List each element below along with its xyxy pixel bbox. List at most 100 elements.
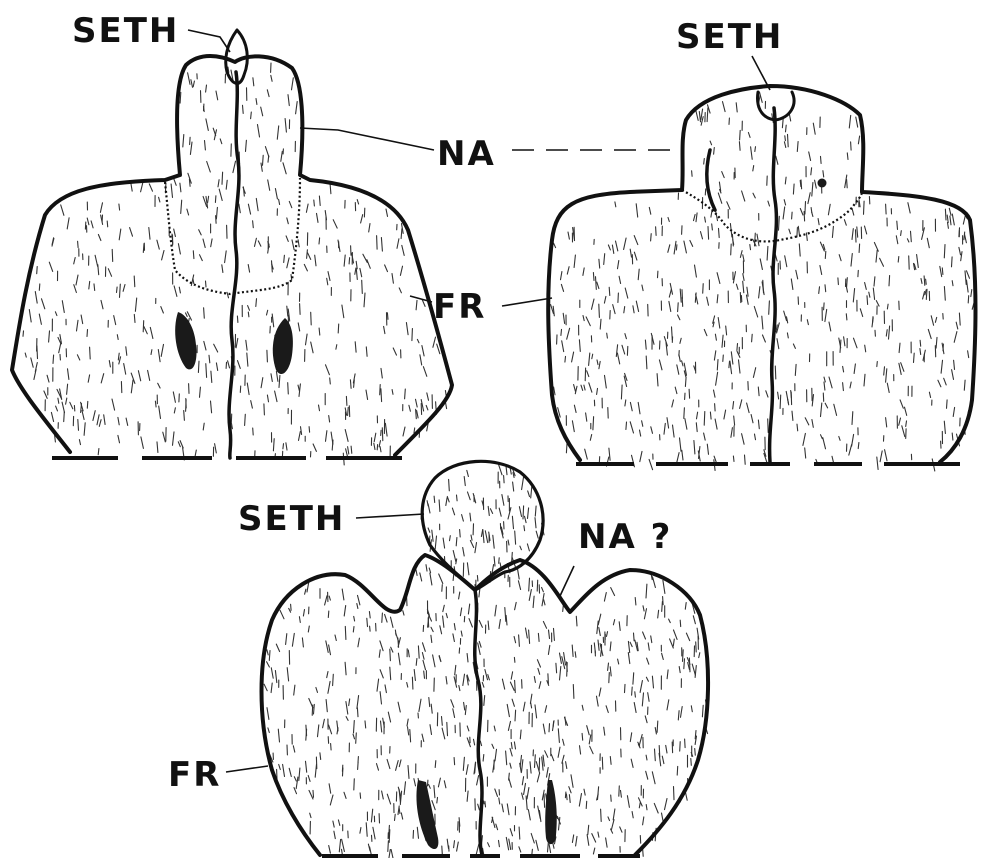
hatch-stroke [694, 215, 696, 221]
hatch-stroke [453, 709, 455, 718]
hatch-stroke [510, 682, 514, 690]
hatch-stroke [484, 696, 485, 706]
hatch-stroke [298, 323, 300, 331]
hatch-stroke [171, 184, 172, 197]
hatch-stroke [553, 306, 554, 316]
hatch-stroke [37, 346, 38, 359]
hatch-stroke [619, 786, 620, 796]
hatch-stroke [58, 398, 59, 403]
hatch-stroke [584, 385, 585, 390]
hatch-stroke [318, 725, 319, 737]
hatch-stroke [236, 338, 238, 347]
hatch-stroke [44, 391, 47, 398]
hatch-stroke [433, 337, 436, 347]
hatch-stroke [593, 273, 594, 281]
hatch-stroke [162, 251, 164, 260]
hatch-stroke [494, 557, 495, 566]
hatch-stroke [590, 435, 591, 441]
hatch-stroke [442, 585, 443, 592]
hatch-stroke [289, 768, 291, 776]
hatch-stroke [325, 596, 327, 605]
hatch-stroke [588, 825, 589, 834]
hatch-stroke [813, 123, 815, 134]
hatch-stroke [506, 615, 507, 625]
hatch-stroke [237, 316, 238, 322]
hatch-stroke [307, 250, 308, 258]
hatch-stroke [480, 741, 481, 746]
hatch-stroke [753, 166, 754, 171]
hatch-stroke [632, 812, 633, 818]
hatch-stroke [625, 400, 626, 406]
hatch-stroke [193, 81, 194, 87]
hatch-stroke [942, 268, 943, 275]
hatch-stroke [736, 284, 738, 289]
hatch-stroke [515, 680, 516, 692]
hatch-stroke [825, 309, 827, 321]
hatch-stroke [886, 418, 887, 427]
hatch-stroke [608, 245, 610, 250]
hatch-stroke [549, 844, 551, 852]
hatch-stroke [456, 538, 457, 546]
hatch-stroke [639, 735, 642, 746]
hatch-stroke [545, 751, 548, 758]
hatch-stroke [288, 95, 289, 106]
hatch-stroke [587, 726, 590, 735]
hatch-stroke [847, 278, 848, 287]
hatch-stroke [281, 151, 283, 161]
hatch-stroke [679, 667, 680, 673]
hatch-stroke [791, 279, 793, 290]
hatch-stroke [423, 660, 426, 669]
hatch-stroke [722, 172, 725, 178]
hatch-stroke [485, 801, 486, 807]
hatch-stroke [821, 403, 822, 417]
hatch-stroke [682, 361, 683, 366]
hatch-stroke [398, 702, 400, 712]
specimen-c-na-label: NA ? [578, 517, 672, 557]
hatch-stroke [947, 215, 948, 223]
hatch-stroke [428, 618, 429, 627]
hatch-stroke [452, 508, 454, 515]
hatch-stroke [407, 719, 408, 726]
hatch-stroke [677, 365, 679, 374]
hatch-stroke [874, 277, 875, 286]
hatch-stroke [610, 642, 611, 651]
hatch-stroke [239, 204, 240, 213]
hatch-stroke [414, 428, 415, 433]
hatch-stroke [513, 482, 514, 491]
hatch-stroke [272, 261, 273, 272]
specimen-a-fr-label: FR [433, 287, 486, 327]
hatch-stroke [543, 622, 546, 629]
hatch-stroke [289, 608, 291, 612]
hatch-stroke [858, 136, 859, 144]
hatch-stroke [416, 659, 417, 666]
hatch-stroke [206, 119, 208, 130]
hatch-stroke [291, 604, 292, 610]
hatch-stroke [258, 125, 260, 137]
specimen-c-fr-label: FR [168, 755, 221, 795]
hatch-stroke [331, 744, 332, 751]
hatch-stroke [727, 202, 730, 209]
hatch-stroke [431, 627, 433, 631]
hatch-stroke [522, 777, 523, 785]
hatch-stroke [740, 293, 741, 303]
hatch-stroke [299, 617, 300, 623]
hatch-stroke [920, 349, 921, 355]
hatch-stroke [380, 641, 383, 651]
hatch-stroke [399, 760, 401, 767]
hatch-stroke [256, 99, 257, 105]
hatch-stroke [397, 239, 399, 249]
hatch-stroke [950, 216, 951, 225]
hatch-stroke [743, 281, 744, 292]
hatch-stroke [446, 498, 447, 506]
hatch-stroke [611, 795, 612, 801]
hatch-stroke [527, 788, 529, 799]
hatch-stroke [189, 179, 190, 186]
hatch-stroke [203, 239, 205, 248]
hatch-stroke [454, 758, 455, 765]
hatch-stroke [680, 338, 681, 343]
hatch-clip-shape [548, 86, 975, 462]
hatch-stroke [504, 476, 505, 483]
hatch-stroke [634, 633, 635, 641]
hatch-stroke [422, 653, 424, 660]
hatch-stroke [666, 745, 667, 753]
